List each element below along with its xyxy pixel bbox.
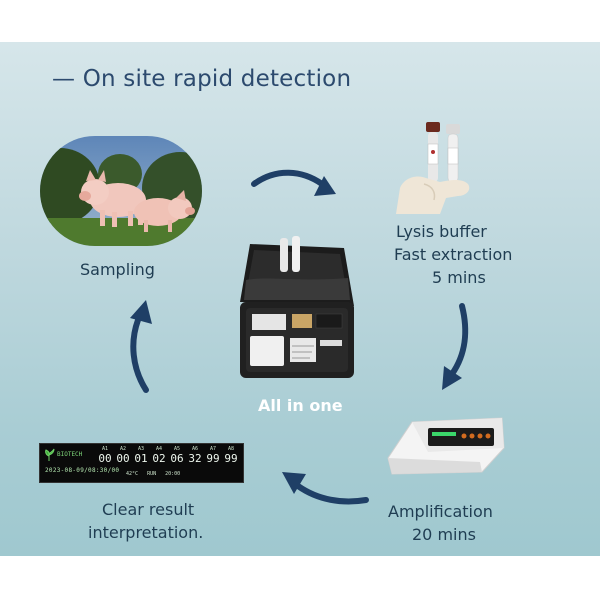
- result-line2: interpretation.: [88, 523, 204, 542]
- amplification-line2: 20 mins: [412, 525, 476, 544]
- amplification-line1: Amplification: [388, 502, 493, 521]
- portable-kit-photo: [236, 236, 358, 380]
- center-label: All in one: [258, 396, 343, 415]
- arrow-extraction-to-amplification-icon: [442, 303, 469, 390]
- display-mode: RUN: [147, 471, 157, 477]
- display-temp: 42°C: [126, 471, 139, 477]
- sampling-label: Sampling: [80, 260, 155, 279]
- result-line1: Clear result: [102, 500, 195, 519]
- workflow-panel: — On site rapid detection: [0, 42, 600, 556]
- extraction-line1: Lysis buffer: [396, 222, 487, 241]
- arrow-sampling-to-extraction-icon: [251, 169, 336, 196]
- page-title: — On site rapid detection: [52, 66, 352, 92]
- lysis-tubes-photo: [396, 122, 474, 214]
- extraction-line3: 5 mins: [432, 268, 486, 287]
- display-status: 42°C RUN 20:00: [126, 471, 180, 477]
- display-time: 20:00: [165, 471, 181, 477]
- display-date: 2023-08-09/08:30/00: [45, 467, 120, 474]
- amplification-device-photo: [382, 414, 506, 478]
- leaf-logo-icon: [45, 448, 55, 461]
- display-brand: BIOTECH: [57, 451, 83, 458]
- extraction-line2: Fast extraction: [394, 245, 513, 264]
- arrow-result-to-sampling-icon: [130, 300, 152, 393]
- pigs-photo: [40, 136, 202, 246]
- arrow-amplification-to-result-icon: [282, 472, 369, 505]
